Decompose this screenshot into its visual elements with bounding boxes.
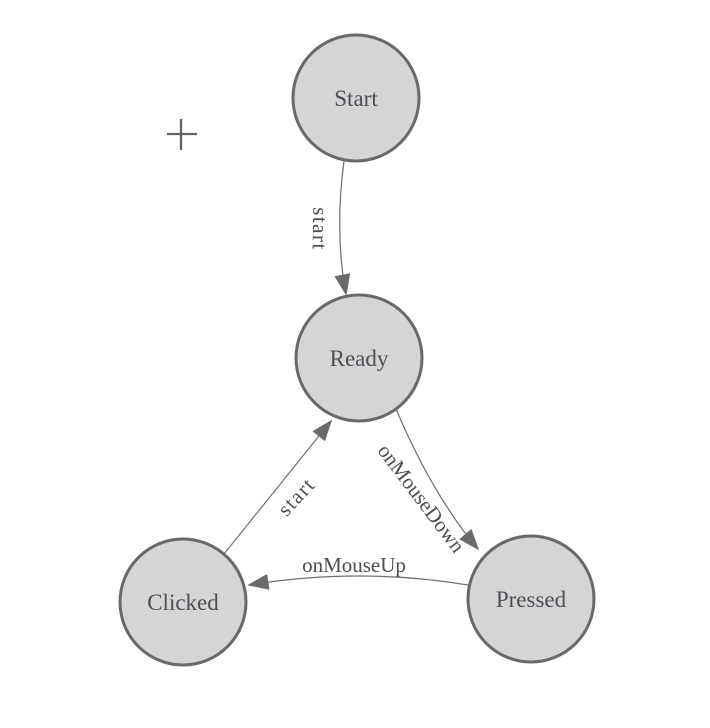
state-node-clicked-circle[interactable]	[118, 537, 248, 667]
edge-label-clicked-to-ready: start	[273, 472, 320, 520]
state-node-pressed[interactable]: Pressed	[466, 534, 596, 664]
edge-label-start-to-ready: start	[308, 207, 333, 251]
state-node-start[interactable]: Start	[291, 33, 421, 163]
edge-label-ready-to-pressed: onMouseDown	[373, 439, 470, 557]
crosshair-plus-icon	[167, 119, 197, 150]
state-node-start-circle[interactable]	[291, 33, 421, 163]
state-node-clicked-label: Clicked	[147, 590, 219, 615]
transition-edge-start-to-ready[interactable]	[334, 160, 351, 296]
state-node-ready-circle[interactable]	[294, 293, 424, 423]
state-node-start-label: Start	[334, 86, 378, 111]
transition-edges	[223, 160, 480, 590]
edge-label-pressed-to-clicked: onMouseUp	[302, 553, 406, 577]
transition-edge-pressed-to-clicked[interactable]	[247, 573, 469, 590]
state-node-pressed-circle[interactable]	[466, 534, 596, 664]
transition-edge-ready-to-pressed[interactable]	[395, 408, 480, 551]
state-node-pressed-label: Pressed	[496, 587, 567, 612]
state-node-clicked[interactable]: Clicked	[118, 537, 248, 667]
state-node-ready[interactable]: Ready	[294, 293, 424, 423]
transition-edge-clicked-to-ready[interactable]	[223, 419, 333, 555]
state-node-ready-label: Ready	[330, 346, 389, 371]
